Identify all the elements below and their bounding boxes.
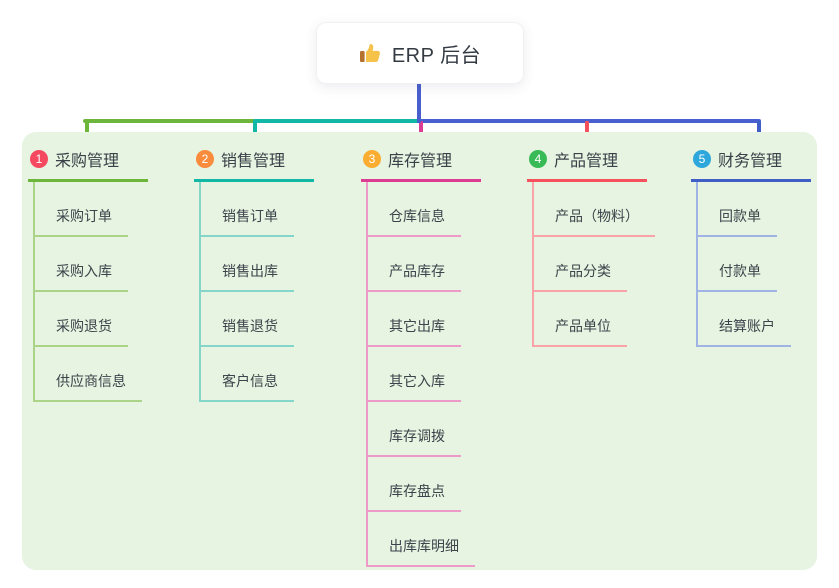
branch-topic-label: 采购管理 [55, 153, 120, 170]
child-node-label[interactable]: 供应商信息 [35, 371, 142, 402]
child-node: 采购入库 [35, 237, 188, 292]
child-node-label[interactable]: 产品（物料） [534, 206, 655, 237]
child-node-label[interactable]: 仓库信息 [368, 206, 461, 237]
child-node-label[interactable]: 产品分类 [534, 261, 627, 292]
branch-topic-label: 销售管理 [221, 153, 286, 170]
child-node: 采购订单 [35, 182, 188, 237]
child-node: 仓库信息 [368, 182, 521, 237]
child-node-label[interactable]: 其它出库 [368, 316, 461, 347]
child-node-label[interactable]: 库存盘点 [368, 481, 461, 512]
branch: 2 销售管理销售订单销售出库销售退货客户信息 [194, 142, 354, 402]
branch-topic[interactable]: 4 产品管理 [527, 142, 647, 182]
root-stem-connector [417, 82, 421, 123]
child-node: 客户信息 [201, 347, 354, 402]
child-node-label[interactable]: 出库库明细 [368, 536, 475, 567]
child-node: 其它出库 [368, 292, 521, 347]
branch: 5 财务管理回款单付款单结算账户 [691, 142, 839, 347]
child-node: 产品（物料） [534, 182, 687, 237]
child-node: 库存盘点 [368, 457, 521, 512]
branch-index-badge: 3 [363, 150, 381, 168]
thumbs-up-icon [359, 41, 383, 65]
child-node: 销售订单 [201, 182, 354, 237]
child-node: 销售出库 [201, 237, 354, 292]
child-node: 库存调拨 [368, 402, 521, 457]
root-title: ERP 后台 [391, 44, 482, 67]
child-node: 回款单 [698, 182, 839, 237]
branch-children: 销售订单销售出库销售退货客户信息 [199, 182, 354, 402]
branch: 3 库存管理仓库信息产品库存其它出库其它入库库存调拨库存盘点出库库明细 [361, 142, 521, 567]
branch-index-badge: 2 [196, 150, 214, 168]
branch-children: 采购订单采购入库采购退货供应商信息 [33, 182, 188, 402]
child-node: 采购退货 [35, 292, 188, 347]
child-node: 销售退货 [201, 292, 354, 347]
child-node: 产品分类 [534, 237, 687, 292]
branches-panel [22, 132, 817, 570]
child-node-label[interactable]: 销售订单 [201, 206, 294, 237]
branch-index-badge: 4 [529, 150, 547, 168]
branch-children: 回款单付款单结算账户 [696, 182, 839, 347]
branch-index-badge: 5 [693, 150, 711, 168]
child-node: 供应商信息 [35, 347, 188, 402]
branch-topic[interactable]: 3 库存管理 [361, 142, 481, 182]
branch-topic-label: 产品管理 [554, 153, 619, 170]
branch-topic[interactable]: 2 销售管理 [194, 142, 314, 182]
child-node-label[interactable]: 客户信息 [201, 371, 294, 402]
child-node-label[interactable]: 产品单位 [534, 316, 627, 347]
branch-topic-label: 库存管理 [388, 153, 453, 170]
child-node-label[interactable]: 销售退货 [201, 316, 294, 347]
child-node-label[interactable]: 产品库存 [368, 261, 461, 292]
bus-segment [253, 119, 421, 123]
child-node-label[interactable]: 付款单 [698, 261, 777, 292]
root-node[interactable]: ERP 后台 [316, 22, 524, 84]
branch-topic[interactable]: 5 财务管理 [691, 142, 811, 182]
branch-children: 仓库信息产品库存其它出库其它入库库存调拨库存盘点出库库明细 [366, 182, 521, 567]
child-node: 结算账户 [698, 292, 839, 347]
child-node: 产品单位 [534, 292, 687, 347]
child-node-label[interactable]: 采购订单 [35, 206, 128, 237]
branch-children: 产品（物料） 产品分类产品单位 [532, 182, 687, 347]
child-node-label[interactable]: 库存调拨 [368, 426, 461, 457]
branch: 1 采购管理采购订单采购入库采购退货供应商信息 [28, 142, 188, 402]
child-node-label[interactable]: 回款单 [698, 206, 777, 237]
child-node: 出库库明细 [368, 512, 521, 567]
child-node: 其它入库 [368, 347, 521, 402]
bus-segment [83, 119, 255, 123]
child-node-label[interactable]: 结算账户 [698, 316, 791, 347]
bus-segment [417, 119, 761, 123]
child-node: 产品库存 [368, 237, 521, 292]
child-node-label[interactable]: 销售出库 [201, 261, 294, 292]
child-node-label[interactable]: 其它入库 [368, 371, 461, 402]
child-node-label[interactable]: 采购退货 [35, 316, 128, 347]
branch-index-badge: 1 [30, 150, 48, 168]
child-node: 付款单 [698, 237, 839, 292]
branch: 4 产品管理产品（物料） 产品分类产品单位 [527, 142, 687, 347]
branch-topic[interactable]: 1 采购管理 [28, 142, 148, 182]
branch-topic-label: 财务管理 [718, 153, 783, 170]
child-node-label[interactable]: 采购入库 [35, 261, 128, 292]
